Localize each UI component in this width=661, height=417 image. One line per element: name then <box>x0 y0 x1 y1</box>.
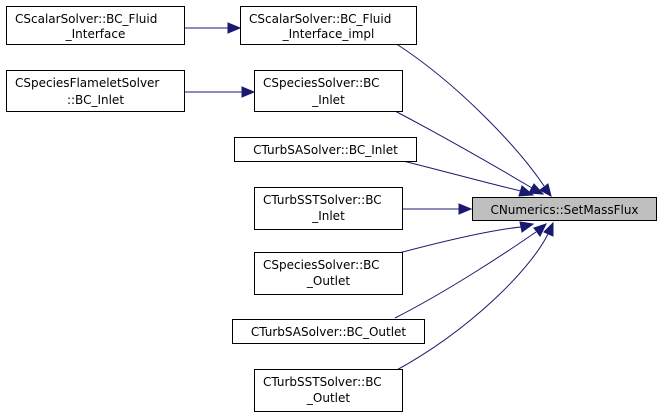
node-turbsa-bc-outlet[interactable]: CTurbSASolver::BC_Outlet <box>232 319 425 344</box>
node-turbsst-bc-outlet-label-line2: _Outlet <box>306 391 350 405</box>
node-turbsst-bc-inlet-label-line1: CTurbSSTSolver::BC <box>263 193 382 207</box>
node-turbsst-bc-outlet-label-line1: CTurbSSTSolver::BC <box>263 375 382 389</box>
node-species-bc-inlet[interactable]: CSpeciesSolver::BC _Inlet <box>254 70 403 112</box>
node-flamelet-bc-inlet-box <box>6 70 185 112</box>
node-scalar-bc-fluid-interface-label-line2: _Interface <box>65 27 126 41</box>
edge-turbsst-inlet-to-setmassflux-arrowhead <box>458 203 473 215</box>
edge-turbsst-outlet-to-setmassflux <box>394 233 549 372</box>
node-scalar-bc-fluid-interface-impl-label-line1: CScalarSolver::BC_Fluid <box>249 12 391 26</box>
node-scalar-bc-fluid-interface-impl[interactable]: CScalarSolver::BC_Fluid _Interface_impl <box>240 6 417 45</box>
node-turbsst-bc-inlet-label-line2: _Inlet <box>311 209 345 223</box>
edge-turbsst-outlet-to-setmassflux-arrowhead <box>543 221 554 237</box>
node-turbsst-bc-outlet-box <box>254 369 403 412</box>
node-scalar-bc-fluid-interface-box <box>6 6 185 45</box>
node-setmassflux-label: CNumerics::SetMassFlux <box>490 203 638 217</box>
node-species-bc-outlet[interactable]: CSpeciesSolver::BC _Outlet <box>254 252 403 295</box>
edge-turbsa-inlet-to-setmassflux <box>394 158 522 192</box>
edges <box>185 22 554 372</box>
node-species-bc-inlet-box <box>254 70 403 112</box>
edge-fluid-interface-to-impl-arrowhead <box>227 22 242 34</box>
node-species-bc-inlet-label-line1: CSpeciesSolver::BC <box>263 76 380 90</box>
node-scalar-bc-fluid-interface-impl-label-line2: _Interface_impl <box>282 27 375 41</box>
edge-turbsa-outlet-to-setmassflux <box>394 231 537 319</box>
node-species-bc-outlet-box <box>254 252 403 295</box>
edge-species-inlet-to-setmassflux <box>394 110 533 189</box>
node-scalar-bc-fluid-interface[interactable]: CScalarSolver::BC_Fluid _Interface <box>6 6 185 45</box>
edge-species-outlet-to-setmassflux-arrowhead <box>519 221 535 233</box>
node-species-bc-outlet-label-line1: CSpeciesSolver::BC <box>263 258 380 272</box>
edge-species-outlet-to-setmassflux <box>394 226 522 255</box>
edge-turbsa-outlet-to-setmassflux-arrowhead <box>533 223 547 237</box>
edge-species-inlet-to-setmassflux-arrowhead <box>528 183 545 195</box>
node-flamelet-bc-inlet-label-line2: ::BC_Inlet <box>67 93 124 107</box>
edge-impl-to-setmassflux-arrowhead <box>539 183 552 197</box>
node-turbsst-bc-outlet[interactable]: CTurbSSTSolver::BC _Outlet <box>254 369 403 412</box>
node-turbsst-bc-inlet[interactable]: CTurbSSTSolver::BC _Inlet <box>254 187 403 230</box>
node-species-bc-inlet-label-line2: _Inlet <box>311 93 345 107</box>
node-setmassflux-box <box>472 197 657 221</box>
node-setmassflux[interactable]: CNumerics::SetMassFlux <box>472 197 657 221</box>
node-turbsa-bc-inlet-label: CTurbSASolver::BC_Inlet <box>253 143 398 157</box>
node-flamelet-bc-inlet[interactable]: CSpeciesFlameletSolver ::BC_Inlet <box>6 70 185 112</box>
node-species-bc-outlet-label-line2: _Outlet <box>306 274 350 288</box>
edge-turbsa-inlet-to-setmassflux-arrowhead <box>518 185 535 197</box>
edge-impl-to-setmassflux <box>394 42 545 187</box>
node-turbsa-bc-inlet-box <box>234 137 417 162</box>
node-scalar-bc-fluid-interface-label-line1: CScalarSolver::BC_Fluid <box>15 12 157 26</box>
node-flamelet-bc-inlet-label-line1: CSpeciesFlameletSolver <box>15 76 159 90</box>
edge-flamelet-inlet-to-species-inlet-arrowhead <box>241 86 256 98</box>
node-turbsa-bc-inlet[interactable]: CTurbSASolver::BC_Inlet <box>234 137 417 162</box>
node-turbsa-bc-outlet-label: CTurbSASolver::BC_Outlet <box>251 325 407 339</box>
node-turbsst-bc-inlet-box <box>254 187 403 230</box>
node-scalar-bc-fluid-interface-impl-box <box>240 6 417 45</box>
nodes: CNumerics::SetMassFlux CScalarSolver::BC… <box>6 6 657 412</box>
node-turbsa-bc-outlet-box <box>232 319 425 344</box>
